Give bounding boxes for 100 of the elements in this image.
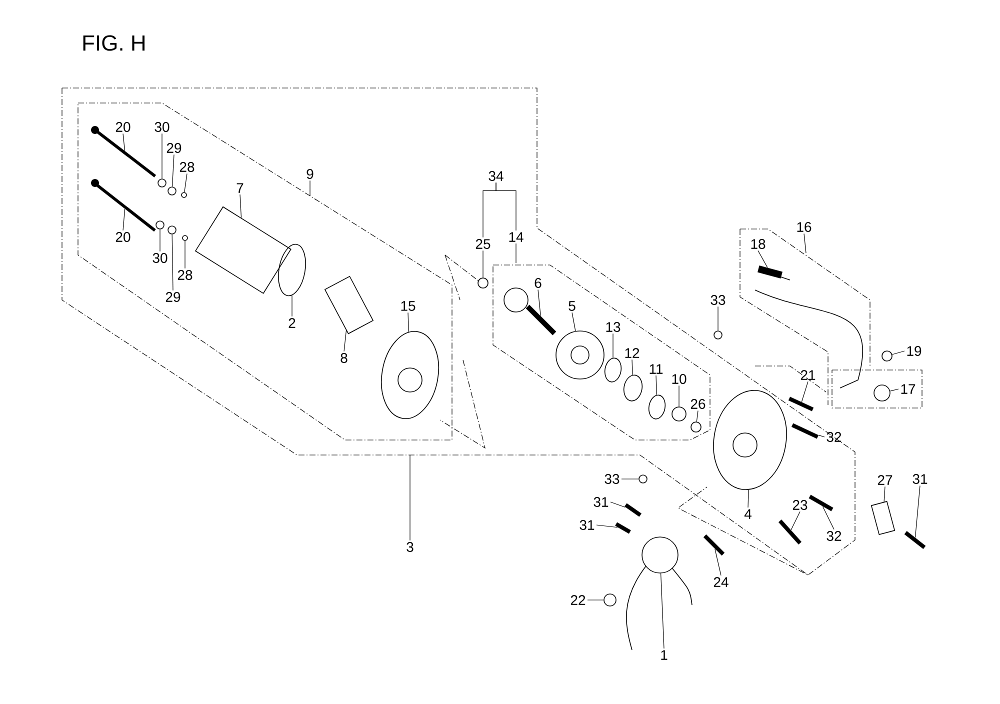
leader-line	[408, 312, 409, 332]
washer	[478, 278, 488, 288]
ring-part	[604, 358, 622, 382]
leader-line	[482, 182, 496, 238]
leader-line	[172, 154, 174, 187]
callout-number: 30	[154, 122, 170, 132]
leader-line	[596, 524, 618, 528]
callout-number: 11	[650, 364, 663, 374]
ring-part	[648, 394, 666, 420]
leader-line	[696, 410, 698, 422]
callout-number: 23	[792, 500, 808, 510]
callout-number: 6	[534, 278, 542, 288]
callout-number: 10	[672, 374, 686, 384]
washer	[642, 536, 678, 574]
callout-number: 24	[714, 577, 728, 587]
ring-part	[278, 244, 306, 296]
bolt	[526, 304, 556, 336]
leader-line	[818, 434, 825, 438]
washer	[168, 226, 176, 234]
leader-line	[621, 478, 639, 480]
callout-number: 15	[401, 301, 416, 311]
callout-number: 8	[340, 353, 348, 363]
callout-number: 31	[580, 520, 594, 530]
callout-number: 27	[878, 475, 892, 485]
callout-number: 1	[661, 650, 668, 660]
leader-line	[172, 234, 174, 291]
callout-number: 13	[606, 322, 620, 332]
callout-number: 18	[751, 239, 766, 249]
bolt	[615, 522, 631, 534]
leader-line	[914, 485, 920, 538]
bolt	[758, 266, 782, 278]
callout-number: 4	[744, 509, 752, 519]
callout-number: 28	[178, 270, 192, 280]
bolt	[788, 396, 814, 412]
leader-line	[344, 330, 347, 352]
callout-number: 32	[826, 531, 842, 541]
washer	[882, 350, 892, 362]
washer	[158, 178, 166, 188]
leader-line	[892, 350, 905, 355]
washer	[556, 330, 604, 380]
leader-line	[790, 511, 800, 530]
callout-number: 20	[116, 232, 130, 242]
callout-number: 19	[907, 346, 922, 356]
washer	[604, 594, 616, 606]
bolt	[808, 494, 834, 512]
washer	[672, 406, 686, 422]
callout-number: 29	[166, 292, 180, 302]
callout-number: 29	[166, 143, 182, 153]
bolt	[94, 182, 156, 232]
figure-title: FIG. H	[83, 35, 145, 51]
washer	[182, 235, 188, 241]
callout-number: 21	[800, 370, 816, 380]
leader-line	[612, 333, 614, 358]
leader-line	[884, 486, 886, 502]
leader-line	[678, 385, 680, 407]
leader-line	[184, 240, 186, 269]
callout-number: 30	[152, 253, 168, 263]
leader-line	[714, 548, 722, 576]
leader-line	[240, 194, 242, 218]
callout-number: 31	[594, 497, 608, 507]
washer	[638, 474, 648, 484]
leader-line	[801, 381, 808, 402]
bolt	[791, 423, 819, 439]
cover-part	[713, 390, 787, 490]
callout-number: 14	[509, 232, 524, 242]
leader-line	[748, 490, 749, 508]
leader-line	[122, 208, 126, 231]
callout-number: 32	[826, 432, 842, 442]
leader-line	[660, 573, 664, 649]
callout-number: 17	[901, 384, 916, 394]
bolt	[624, 503, 642, 517]
callout-number: 12	[625, 348, 640, 358]
callout-number: 20	[116, 122, 130, 132]
leader-line	[122, 133, 126, 151]
cover-part	[380, 331, 440, 419]
washer	[156, 220, 164, 230]
callout-number: 26	[690, 399, 706, 409]
callout-number: 16	[797, 222, 812, 232]
leader-line	[632, 359, 633, 376]
leader-line	[538, 289, 541, 316]
callout-number: 5	[568, 301, 576, 311]
callout-number: 33	[710, 295, 726, 305]
bolt	[703, 534, 725, 556]
cylinder-part	[195, 206, 292, 294]
callout-number: 7	[236, 183, 244, 193]
leader-line	[804, 233, 806, 254]
callout-number: 22	[570, 595, 586, 605]
leader-line	[610, 502, 626, 508]
bolt	[904, 531, 926, 549]
callout-number: 33	[604, 474, 620, 484]
leader-line	[656, 375, 657, 396]
washer	[874, 384, 890, 402]
leader-line	[890, 388, 899, 392]
leader-line	[822, 506, 834, 530]
washer	[168, 186, 176, 196]
callout-number: 34	[488, 171, 504, 181]
callout-number: 2	[288, 318, 296, 328]
washer	[690, 422, 702, 432]
ring-part	[623, 374, 643, 402]
bolt	[778, 520, 802, 544]
